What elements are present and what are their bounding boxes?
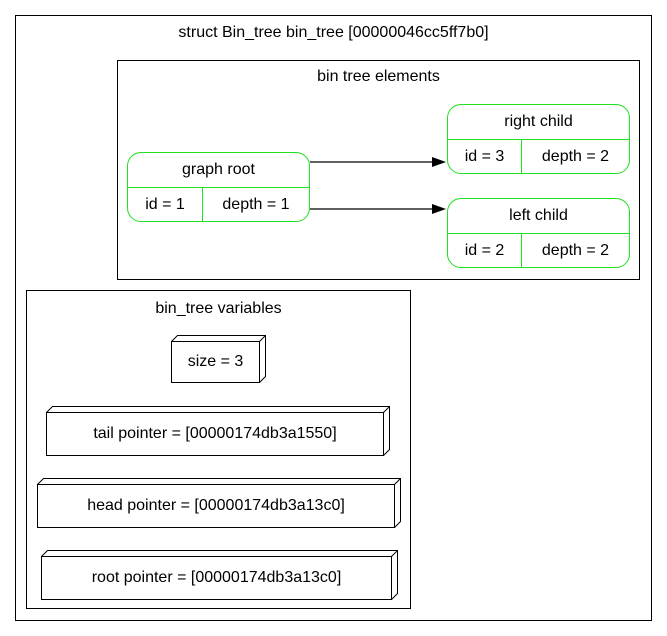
right-child-label: right child xyxy=(504,113,573,130)
root-pointer-box[interactable]: root pointer = [00000174db3a13c0] xyxy=(41,550,398,600)
right-child-field-divider xyxy=(521,140,522,173)
root-pointer-box-shape xyxy=(41,550,398,600)
graph-root-field-divider xyxy=(202,188,203,221)
size-box-shape xyxy=(171,335,266,383)
left-child-node[interactable]: left child id = 2 depth = 2 xyxy=(447,198,630,268)
struct-cluster: struct Bin_tree bin_tree [00000046cc5ff7… xyxy=(15,15,652,621)
graph-root-label: graph root xyxy=(182,161,255,178)
right-child-depth: depth = 2 xyxy=(541,147,610,165)
elements-title: bin tree elements xyxy=(317,68,440,85)
tail-pointer-label: tail pointer = [00000174db3a1550] xyxy=(93,425,337,442)
graph-root-depth: depth = 1 xyxy=(222,195,290,213)
struct-title: struct Bin_tree bin_tree [00000046cc5ff7… xyxy=(178,24,489,41)
head-pointer-label: head pointer = [00000174db3a13c0] xyxy=(87,497,345,514)
head-pointer-box[interactable]: head pointer = [00000174db3a13c0] xyxy=(37,478,401,528)
left-child-field-divider xyxy=(521,234,522,267)
graph-root-node[interactable]: graph root id = 1 depth = 1 xyxy=(127,152,310,222)
variables-cluster: bin_tree variables xyxy=(26,290,411,609)
left-child-depth: depth = 2 xyxy=(541,241,610,259)
graph-root-id: id = 1 xyxy=(145,195,185,213)
graph-root-divider xyxy=(128,187,309,188)
elements-cluster: bin tree elements xyxy=(117,60,640,280)
size-box[interactable]: size = 3 xyxy=(171,335,266,383)
left-child-id: id = 2 xyxy=(464,241,505,259)
right-child-node[interactable]: right child id = 3 depth = 2 xyxy=(447,104,630,174)
size-label: size = 3 xyxy=(187,353,244,370)
right-child-id: id = 3 xyxy=(464,147,505,165)
root-pointer-label: root pointer = [00000174db3a13c0] xyxy=(91,569,342,586)
variables-title: bin_tree variables xyxy=(155,300,282,317)
head-pointer-box-shape xyxy=(37,478,401,528)
tail-pointer-box-shape xyxy=(46,406,390,456)
right-child-divider xyxy=(448,139,629,140)
tail-pointer-box[interactable]: tail pointer = [00000174db3a1550] xyxy=(46,406,390,456)
left-child-divider xyxy=(448,233,629,234)
left-child-label: left child xyxy=(509,207,568,224)
